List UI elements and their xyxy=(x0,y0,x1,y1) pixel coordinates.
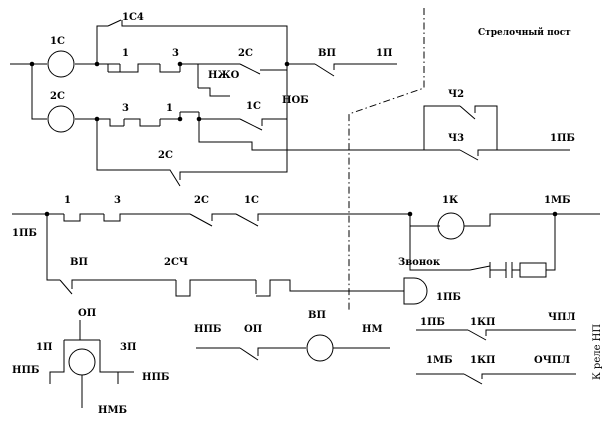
label-1p: 1П xyxy=(36,342,52,353)
label-nmb: НМБ xyxy=(98,405,127,416)
label-c2s-mid: 2С xyxy=(158,150,173,161)
label-nob: НОБ xyxy=(282,95,309,106)
relay-2s-coil xyxy=(47,105,75,133)
relay-1s-coil xyxy=(47,50,75,78)
post-boundary-line xyxy=(348,8,425,310)
label-npb-left: НПБ xyxy=(12,365,39,376)
label-nzho: НЖО xyxy=(208,70,240,81)
label-op-mid: ОП xyxy=(244,324,262,335)
label-nm: НМ xyxy=(362,324,383,335)
resistor xyxy=(519,262,547,278)
label-relay-1s: 1С xyxy=(50,36,65,47)
label-1pb-low: 1ПБ xyxy=(436,292,461,303)
op-circuit xyxy=(49,320,134,408)
label-ch3: Ч3 xyxy=(448,133,464,144)
label-npb-right: НПБ xyxy=(142,372,169,383)
label-3p: 3П xyxy=(120,342,136,353)
vp-circuit xyxy=(196,334,390,362)
label-r-1kp-b: 1КП xyxy=(470,355,496,366)
label-c1-mid: 1 xyxy=(166,103,173,114)
vp-relay-coil xyxy=(306,334,334,362)
label-relay-1k: 1К xyxy=(442,195,458,206)
top-circuit xyxy=(10,19,570,187)
label-npb-mid: НПБ xyxy=(194,324,221,335)
label-r-1kp-a: 1КП xyxy=(470,317,496,328)
bell-icon xyxy=(403,277,428,305)
label-chpl: ЧПЛ xyxy=(548,312,576,323)
label-r-1mb: 1МБ xyxy=(426,355,453,366)
label-in-1pb: 1ПБ xyxy=(12,228,37,239)
label-out-1mb: 1МБ xyxy=(544,195,571,206)
relay-1k-coil xyxy=(437,212,465,240)
label-c1s-bot: 1С xyxy=(244,195,259,206)
label-out-1pb-right: 1ПБ xyxy=(550,133,575,144)
label-ochpl: ОЧПЛ xyxy=(534,355,570,366)
op-relay-coil xyxy=(68,348,96,376)
label-ch2: Ч2 xyxy=(448,89,464,100)
label-contact-1s4: 1С4 xyxy=(122,12,144,23)
label-c1-top: 1 xyxy=(122,48,129,59)
label-vp-bot: ВП xyxy=(70,257,88,268)
post-title: Стрелочный пост xyxy=(478,27,571,38)
label-r-1pb: 1ПБ xyxy=(420,317,445,328)
label-c1-bot: 1 xyxy=(64,195,71,206)
label-c1s-mid: 1С xyxy=(246,101,261,112)
label-op: ОП xyxy=(78,308,96,319)
label-out-1p: 1П xyxy=(376,48,392,59)
label-relay-2s: 2С xyxy=(50,91,65,102)
label-zvonok: Звонок xyxy=(398,257,441,268)
label-c2s-bot: 2С xyxy=(194,195,209,206)
label-c3-mid: 3 xyxy=(122,103,129,114)
label-c3-top: 3 xyxy=(172,48,179,59)
right-output-circuit xyxy=(416,329,576,385)
label-c2s-top: 2С xyxy=(238,48,253,59)
label-c3-bot: 3 xyxy=(114,195,121,206)
middle-circuit xyxy=(12,211,600,305)
label-2sch: 2СЧ xyxy=(164,257,188,268)
label-vp-top: ВП xyxy=(318,48,336,59)
labels: Стрелочный пост 1С 2С 1С4 1 3 2С ВП 1П Н… xyxy=(12,12,603,416)
label-vp-mid: ВП xyxy=(308,310,326,321)
label-side-note: К реле НП xyxy=(592,324,603,380)
